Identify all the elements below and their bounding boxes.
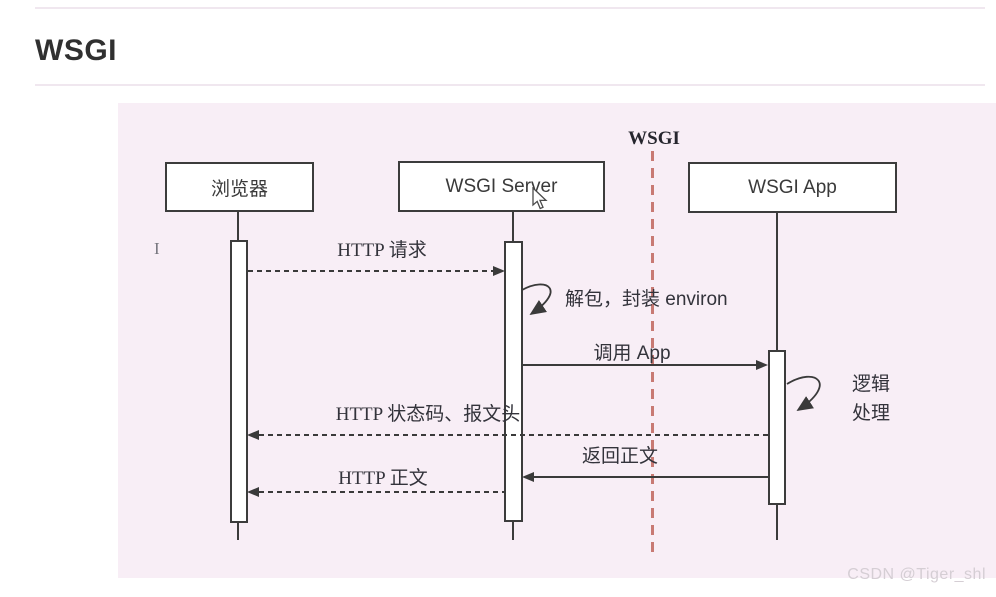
browser-lifeline (237, 208, 239, 240)
arrowhead-right-icon (493, 266, 505, 276)
arrow-http-status (259, 434, 768, 436)
message-label-http-request: HTTP 请求 (337, 240, 427, 261)
wsgi-boundary-dashed-line (651, 151, 654, 558)
actor-wsgi-app: WSGI App (688, 162, 897, 213)
mouse-cursor-icon (532, 187, 548, 210)
message-label-logic-processing: 逻辑 处理 (852, 370, 890, 428)
actor-browser-label: 浏览器 (210, 178, 268, 200)
title-divider (35, 84, 985, 86)
message-label-call-app: 调用 App (593, 343, 671, 364)
wsgi-boundary-label: WSGI (628, 128, 680, 149)
actor-browser: 浏览器 (165, 162, 314, 212)
arrow-return-body (534, 476, 768, 478)
actor-wsgi-server: WSGI Server (398, 161, 605, 212)
browser-lifeline (237, 523, 239, 540)
wsgi-app-lifeline (776, 505, 778, 540)
arrow-http-body (259, 491, 504, 493)
actor-wsgi-app-label: WSGI App (748, 176, 837, 198)
message-label-http-status: HTTP 状态码、报文头 (335, 404, 521, 425)
self-call-arrow-logic (786, 375, 821, 411)
message-label-http-body: HTTP 正文 (338, 468, 428, 489)
arrowhead-right-icon (756, 360, 768, 370)
wsgi-server-lifeline (512, 208, 514, 241)
wsgi-sequence-diagram[interactable]: WSGI 浏览器 WSGI Server WSGI App HTTP 请求 (118, 103, 996, 578)
actor-wsgi-server-label: WSGI Server (445, 175, 558, 197)
wsgi-app-lifeline (776, 209, 778, 350)
arrowhead-left-icon (247, 487, 259, 497)
page-title: WSGI (35, 34, 117, 67)
browser-activation-bar (230, 240, 248, 523)
logic-label-line1: 逻辑 (852, 374, 891, 395)
arrow-http-request (248, 270, 494, 272)
watermark: CSDN @Tiger_shl (847, 566, 986, 583)
message-label-return-body: 返回正文 (581, 446, 658, 467)
wsgi-app-activation-bar (768, 350, 786, 505)
logic-label-line2: 处理 (852, 403, 891, 424)
self-call-arrow-unpack (521, 283, 552, 315)
arrowhead-left-icon (522, 472, 534, 482)
arrow-call-app (523, 364, 757, 366)
wsgi-server-lifeline (512, 522, 514, 540)
wsgi-server-activation-bar (504, 241, 523, 522)
message-label-unpack-environ: 解包，封装 environ (565, 289, 728, 310)
text-cursor-icon: I (154, 239, 160, 258)
top-divider (35, 7, 985, 9)
arrowhead-left-icon (247, 430, 259, 440)
